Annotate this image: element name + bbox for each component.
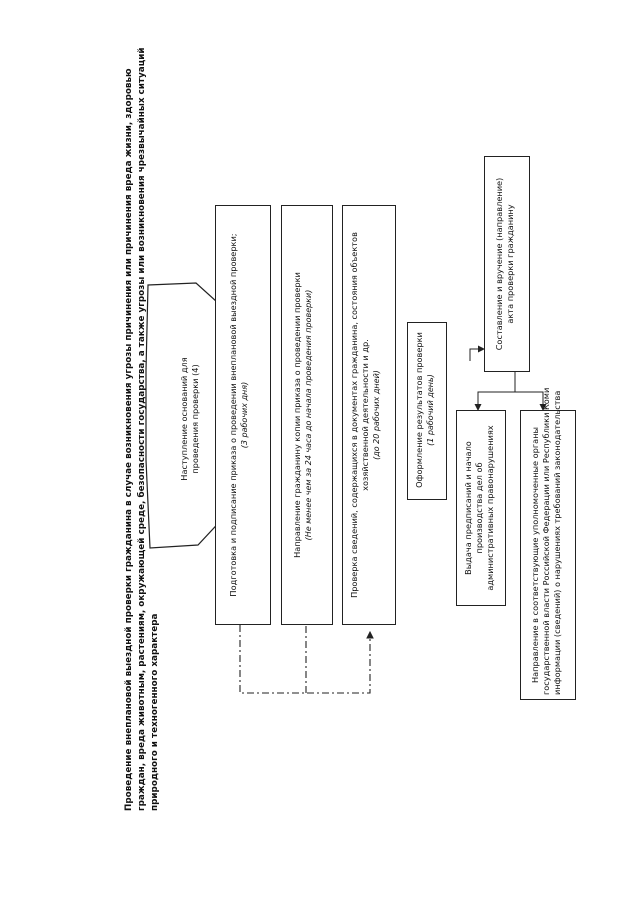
step-record-results bbox=[407, 322, 447, 500]
step-prepare-order-note: (3 рабочих дня) bbox=[240, 381, 249, 449]
outcome-notify-authorities-line-2: государственной власти Российской Федера… bbox=[541, 387, 551, 695]
step-record-results-label: Оформление результатов проверки bbox=[414, 332, 424, 488]
step-send-order-copy-note: (Не менее чем за 24 часа до начала прове… bbox=[304, 289, 313, 541]
step-prepare-order bbox=[215, 205, 271, 625]
step-issue-act-text: Составление и вручение (направление) акт… bbox=[494, 164, 520, 364]
feedback-loop bbox=[239, 625, 374, 694]
outcome-notify-authorities bbox=[520, 410, 576, 700]
outcome-notify-authorities-text: Направление в соответствующие уполномоче… bbox=[530, 387, 566, 695]
arrow-act-to-authorities bbox=[514, 372, 547, 411]
outcome-prescriptions-text: Выдача предписаний и начало производства… bbox=[463, 419, 499, 597]
step-verify-documents bbox=[342, 205, 396, 625]
title-line-2: граждан, вреда животным, растениям, окру… bbox=[137, 47, 147, 811]
outcome-prescriptions bbox=[456, 410, 506, 606]
step-prepare-order-label: Подготовка и подписание приказа о провед… bbox=[228, 233, 238, 597]
title-line-1: Проведение внеплановой выездной проверки… bbox=[124, 68, 134, 811]
outcome-prescriptions-line-2: производства дел об bbox=[474, 462, 484, 554]
start-label-line-2: проведения проверки (4) bbox=[190, 364, 200, 474]
outcome-prescriptions-line-1: Выдача предписаний и начало bbox=[463, 441, 473, 575]
title-line-3: природного и техногенного характера bbox=[150, 613, 160, 811]
step-issue-act-line-2: акта проверки гражданину bbox=[505, 204, 515, 324]
step-issue-act-line-1: Составление и вручение (направление) bbox=[494, 177, 504, 351]
step-prepare-order-text: Подготовка и подписание приказа о провед… bbox=[228, 205, 258, 625]
outcome-notify-authorities-line-3: информации (сведений) о нарушениях требо… bbox=[552, 390, 562, 695]
step-record-results-text: Оформление результатов проверки (1 рабоч… bbox=[414, 326, 440, 494]
start-label-line-1: Наступление оснований для bbox=[179, 357, 189, 481]
step-issue-act bbox=[484, 156, 530, 372]
start-label: Наступление оснований для проведения про… bbox=[179, 354, 207, 484]
step-send-order-copy-label: Направление гражданину копии приказа о п… bbox=[292, 272, 302, 558]
step-send-order-copy bbox=[281, 205, 333, 625]
step-send-order-copy-text: Направление гражданину копии приказа о п… bbox=[292, 205, 322, 625]
page-title: Проведение внеплановой выездной проверки… bbox=[123, 1, 171, 811]
outcome-notify-authorities-line-1: Направление в соответствующие уполномоче… bbox=[530, 426, 540, 684]
outcome-prescriptions-line-3: административных правонарушениях bbox=[485, 425, 495, 591]
step-verify-documents-line-2: хозяйственной деятельности и др. bbox=[360, 339, 370, 491]
arrow-result-to-act bbox=[469, 345, 485, 361]
step-record-results-note: (1 рабочий день) bbox=[426, 374, 435, 446]
arrow-act-to-prescriptions bbox=[474, 372, 516, 411]
step-verify-documents-line-1: Проверка сведений, содержащихся в докуме… bbox=[349, 232, 359, 598]
step-verify-documents-note: (до 20 рабочих дней) bbox=[372, 370, 381, 460]
step-verify-documents-text: Проверка сведений, содержащихся в докуме… bbox=[349, 210, 389, 620]
